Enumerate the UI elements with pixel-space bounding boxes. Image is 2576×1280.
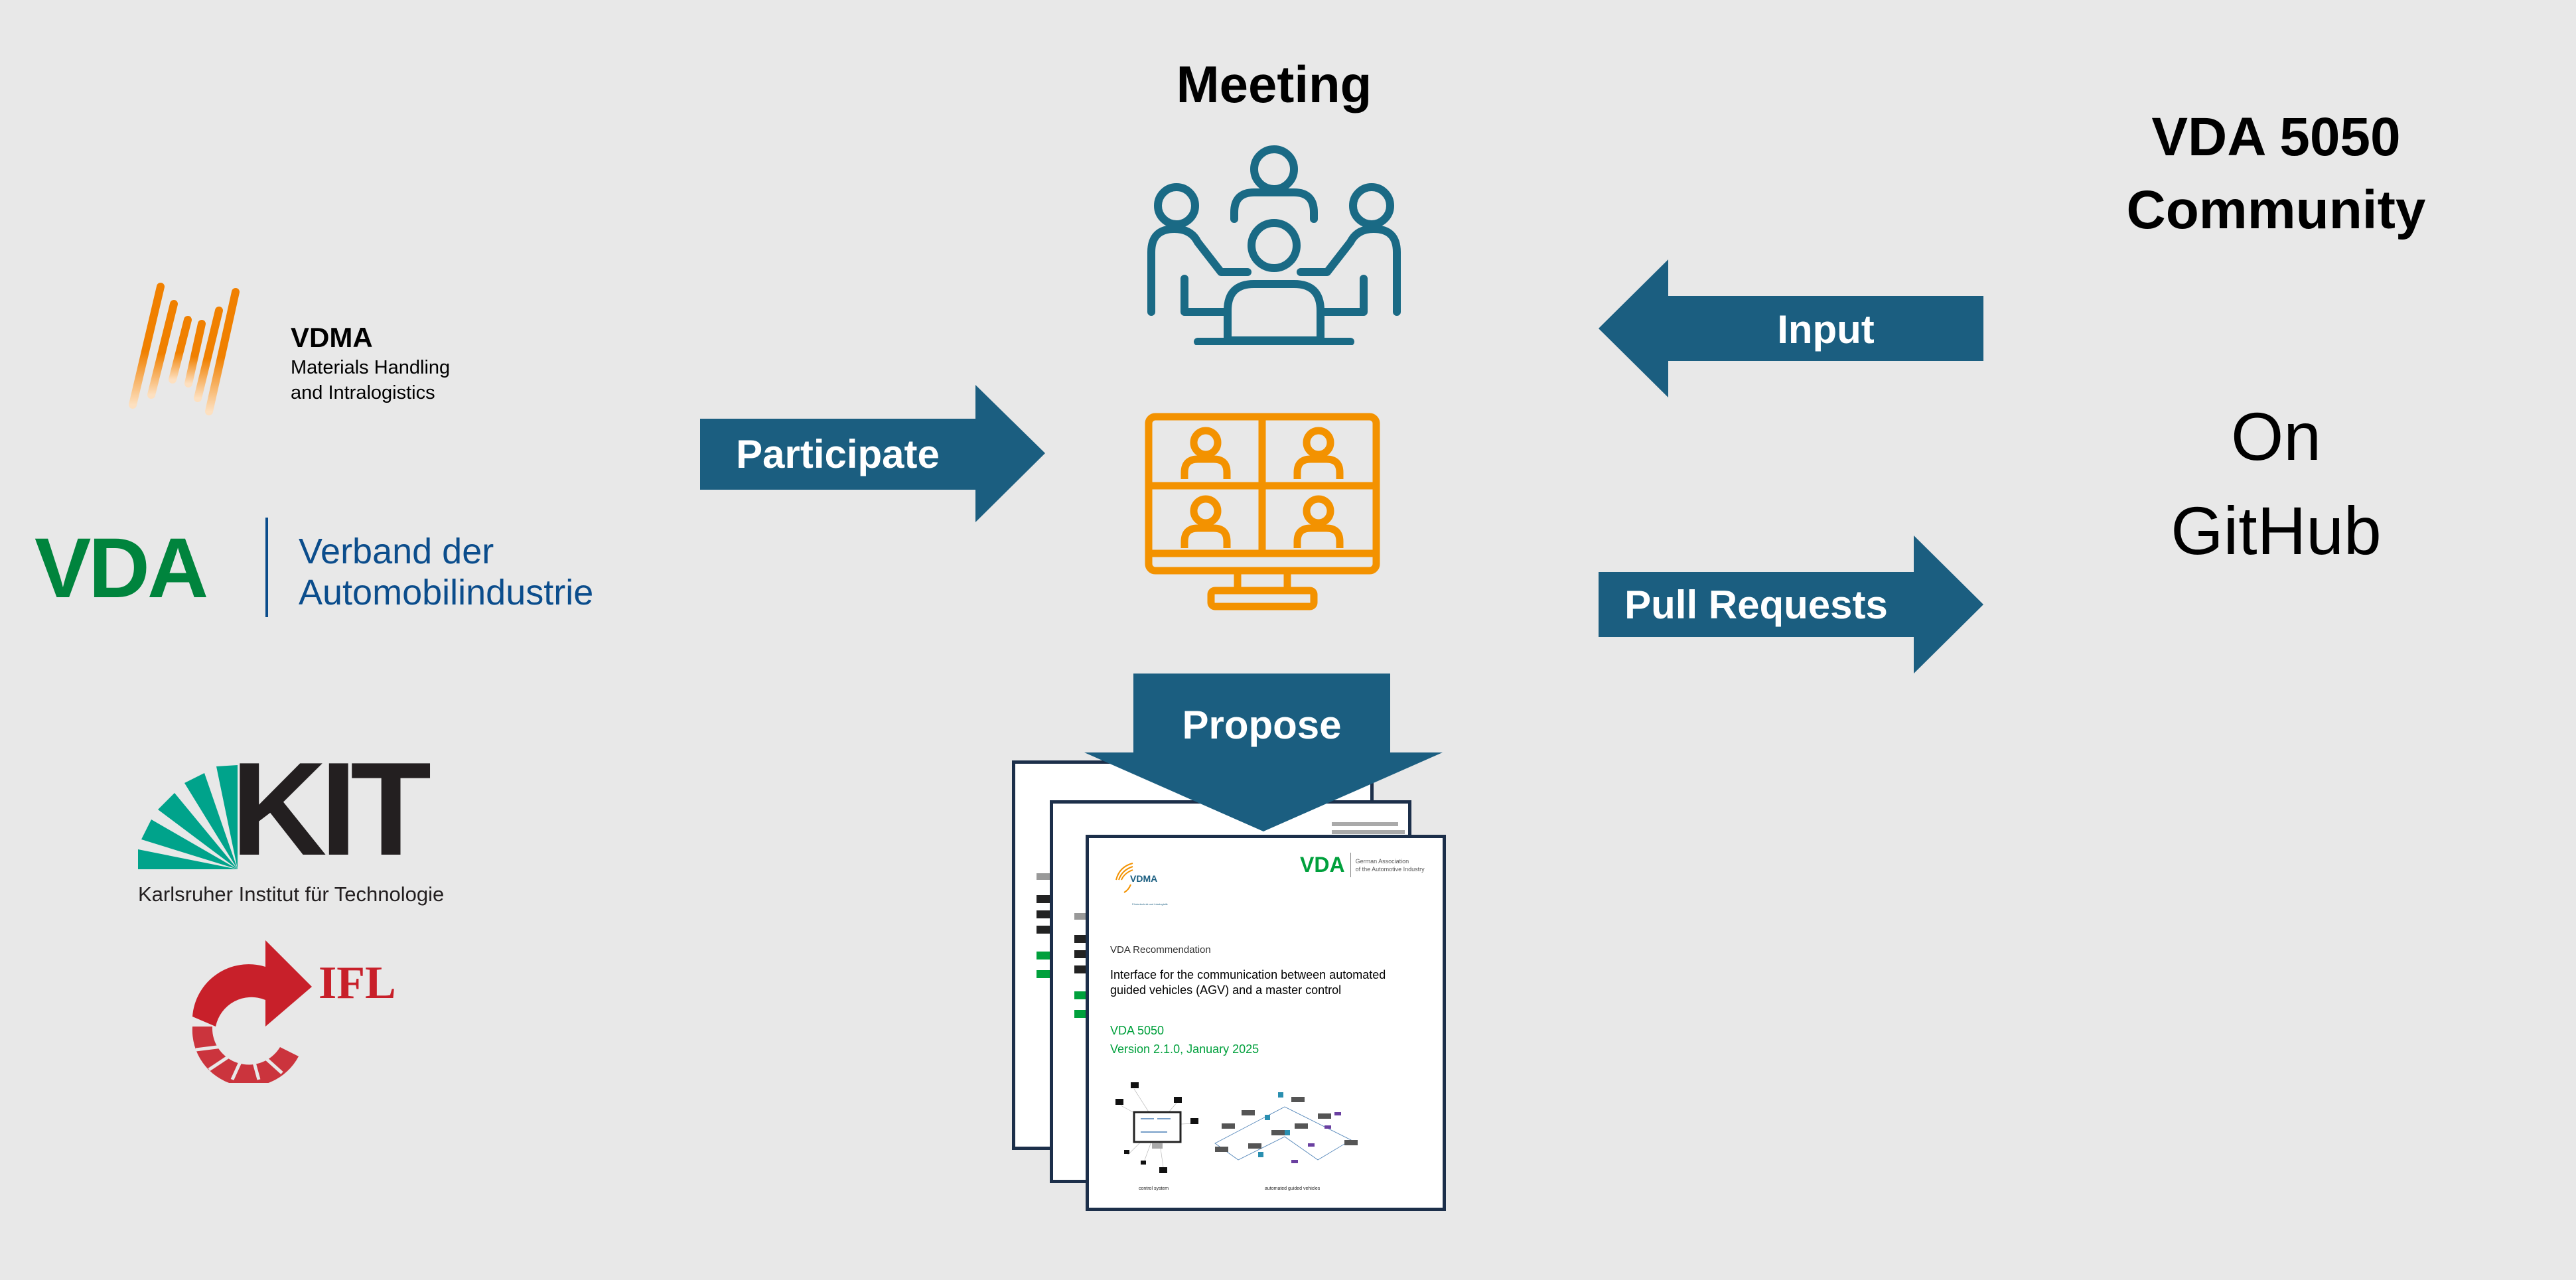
kit-fan-icon: [138, 765, 238, 869]
doc-title: Interface for the communication between …: [1110, 968, 1386, 997]
middle-page-header-fragment: [1332, 830, 1405, 834]
doc-standard: VDA 5050: [1110, 1024, 1165, 1037]
pull-requests-arrow: [1599, 535, 1983, 674]
doc-vdma-logo: VDMA Fördertechnik und Intralogistik: [1114, 861, 1168, 906]
platform-line1: On: [2230, 399, 2322, 474]
vdma-name: VDMA: [291, 322, 373, 353]
doc-type: VDA Recommendation: [1110, 944, 1211, 956]
participate-label: Participate: [736, 432, 940, 476]
kit-subtitle: Karlsruher Institut für Technologie: [138, 883, 445, 906]
doc-vdma-name: VDMA: [1130, 873, 1158, 884]
propose-label: Propose: [1182, 703, 1342, 747]
vda-line1: Verband der: [299, 532, 494, 571]
agv-fleet-illustration: [1214, 1092, 1358, 1163]
vda-divider: [265, 518, 268, 617]
kit-name: KIT: [231, 735, 431, 883]
doc-vda-name: VDA: [1300, 853, 1351, 877]
vdma-logo: VDMA Materials Handling and Intralogisti…: [119, 279, 491, 425]
community-title-line1: VDA 5050: [2151, 107, 2401, 167]
ifl-name: IFL: [319, 958, 396, 1009]
kit-logo: KIT Karlsruher Institut für Technologie: [138, 735, 483, 912]
doc-caption-left: control system: [1139, 1186, 1169, 1191]
vda-line2: Automobilindustrie: [299, 573, 594, 612]
vdma-line1: Materials Handling: [291, 357, 451, 378]
vdma-line2: and Intralogistics: [291, 382, 435, 403]
doc-vdma-arcs-icon: [1115, 863, 1133, 893]
platform-line2: GitHub: [2171, 493, 2382, 569]
pull-requests-label: Pull Requests: [1624, 583, 1888, 627]
doc-version: Version 2.1.0, January 2025: [1110, 1042, 1259, 1056]
doc-vda-sub1: German Association: [1355, 857, 1409, 865]
ifl-arrow-icon: [192, 940, 312, 1083]
vda-logo: VDA Verband der Automobilindustrie: [35, 514, 618, 620]
community-title-line2: Community: [2126, 180, 2426, 240]
vda-logo-mark: VDA: [35, 521, 208, 616]
middle-page-header-fragment: [1332, 822, 1398, 826]
video-conference-icon: [1145, 413, 1380, 610]
ifl-logo: IFL: [182, 937, 421, 1083]
doc-vdma-sub: Fördertechnik und Intralogistik: [1132, 902, 1168, 906]
document-page-front: VDMA Fördertechnik und Intralogistik VDA…: [1086, 835, 1446, 1211]
input-label: Input: [1777, 307, 1875, 352]
propose-arrow: [1084, 674, 1443, 831]
meeting-title: Meeting: [1176, 55, 1372, 113]
vdma-stripes-icon: [129, 283, 240, 415]
meeting-people-icon: [1147, 145, 1401, 345]
doc-vda-sub2: of the Automotive Industry: [1355, 865, 1425, 873]
input-arrow: [1599, 259, 1983, 397]
participate-arrow: [700, 385, 1045, 522]
doc-caption-right: automated guided vehicles: [1265, 1186, 1321, 1191]
control-system-illustration: [1115, 1082, 1198, 1173]
